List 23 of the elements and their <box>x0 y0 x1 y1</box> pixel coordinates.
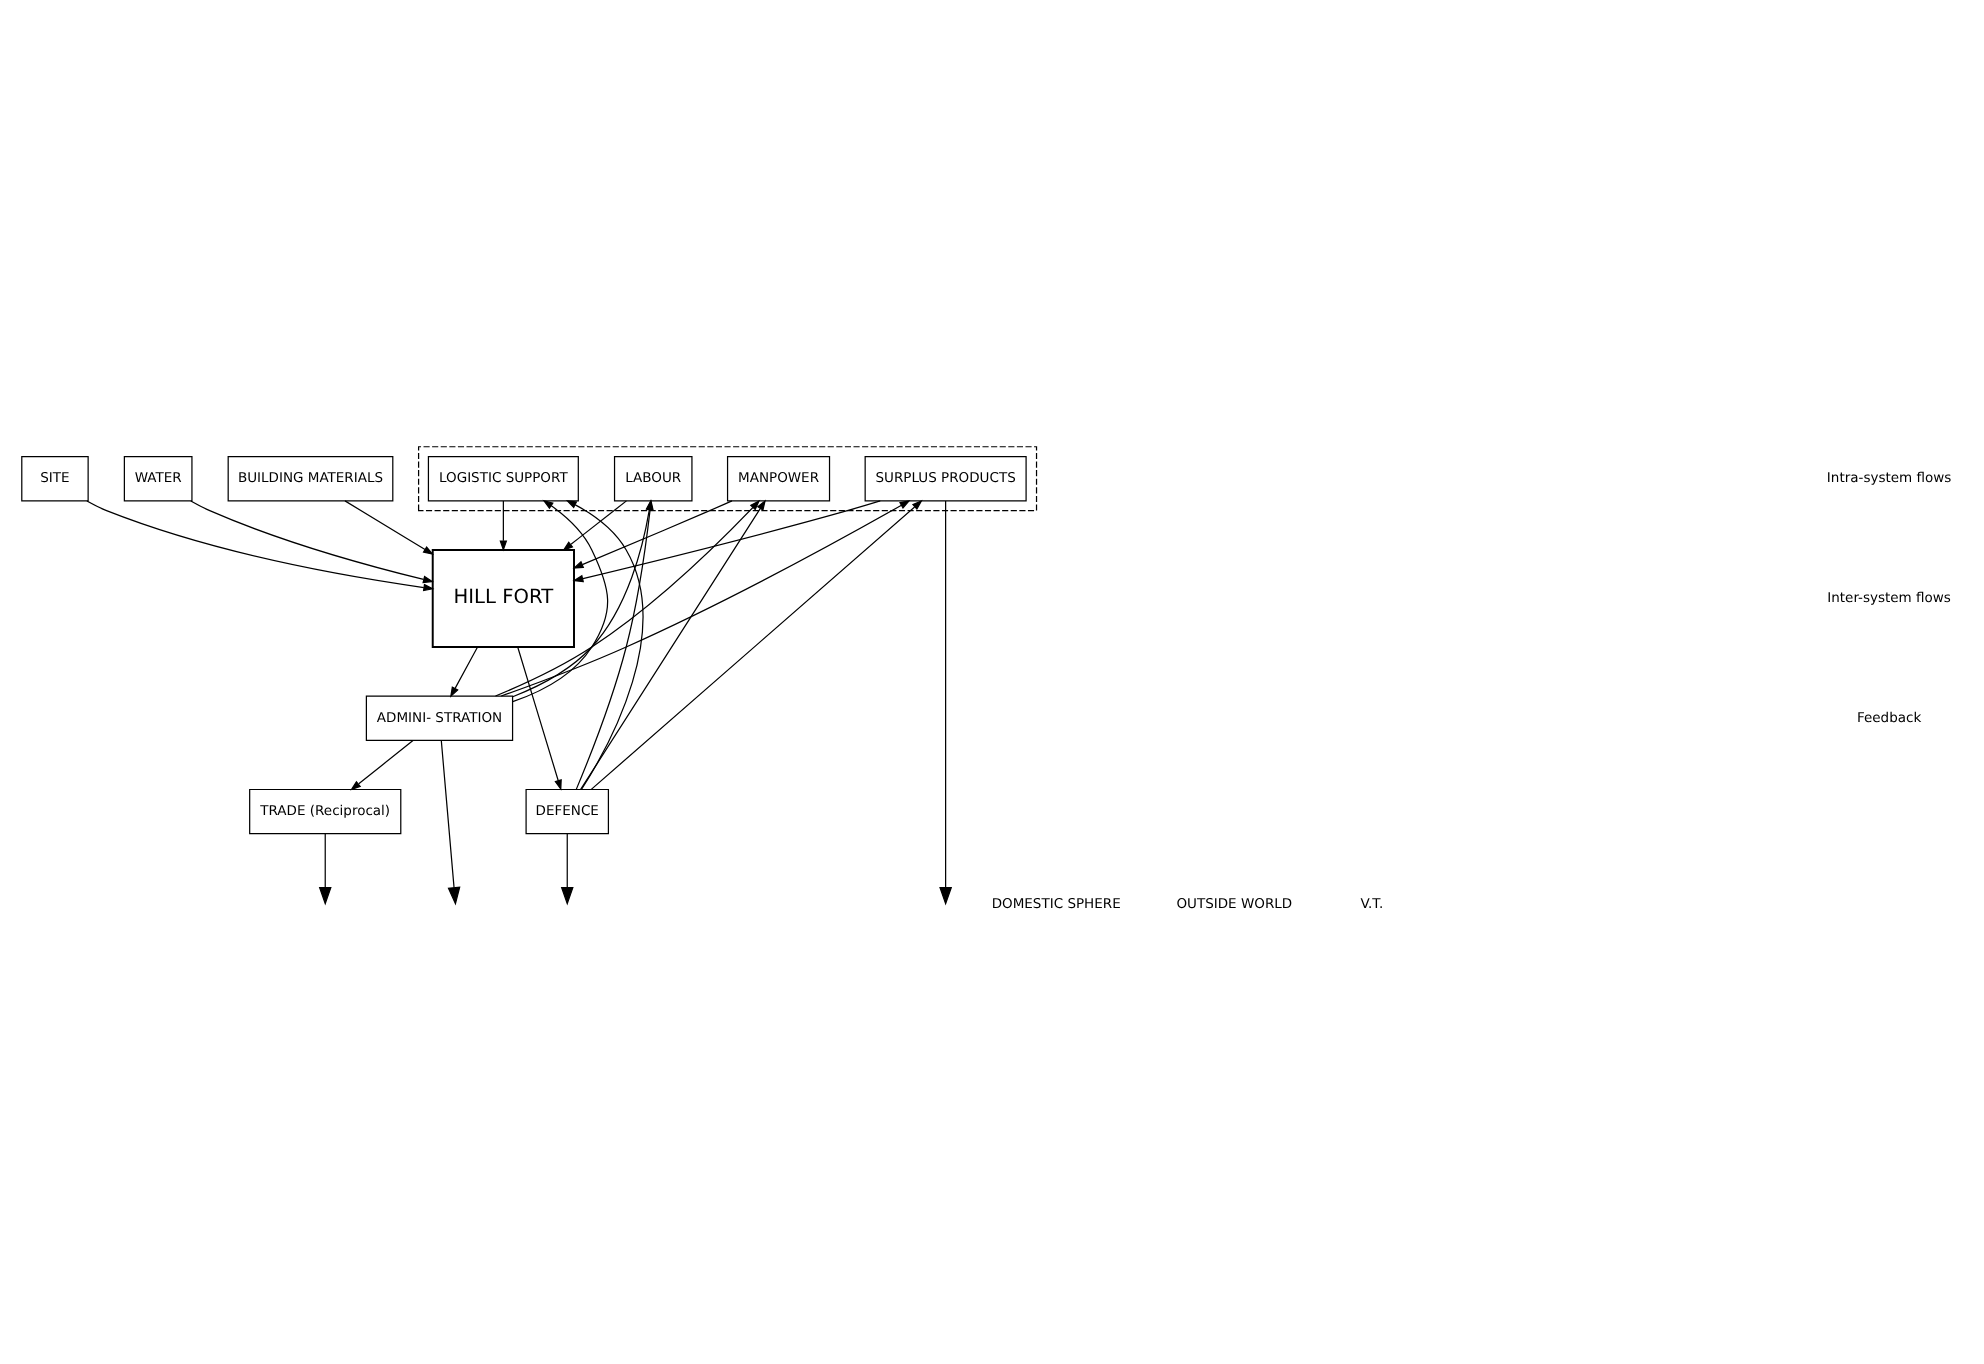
arrow <box>560 833 574 906</box>
arrow <box>86 500 435 592</box>
arrow <box>590 499 923 790</box>
arrow <box>449 646 479 698</box>
arrow <box>572 500 881 583</box>
arrow <box>499 500 508 552</box>
arrow <box>562 500 628 552</box>
node-box: HILL FORT <box>431 548 575 648</box>
arrow <box>350 739 414 791</box>
arrow <box>517 646 562 791</box>
arrow <box>575 499 654 790</box>
arrow <box>494 499 761 697</box>
arrow <box>939 500 953 906</box>
arrow <box>190 500 434 584</box>
arrow <box>580 499 766 790</box>
arrow <box>440 740 461 906</box>
arrow <box>344 500 434 556</box>
arrow <box>500 500 911 697</box>
arrow <box>565 500 644 790</box>
arrow <box>512 499 654 698</box>
arrow <box>512 499 609 703</box>
arrow <box>572 500 733 569</box>
arrow <box>318 833 332 906</box>
